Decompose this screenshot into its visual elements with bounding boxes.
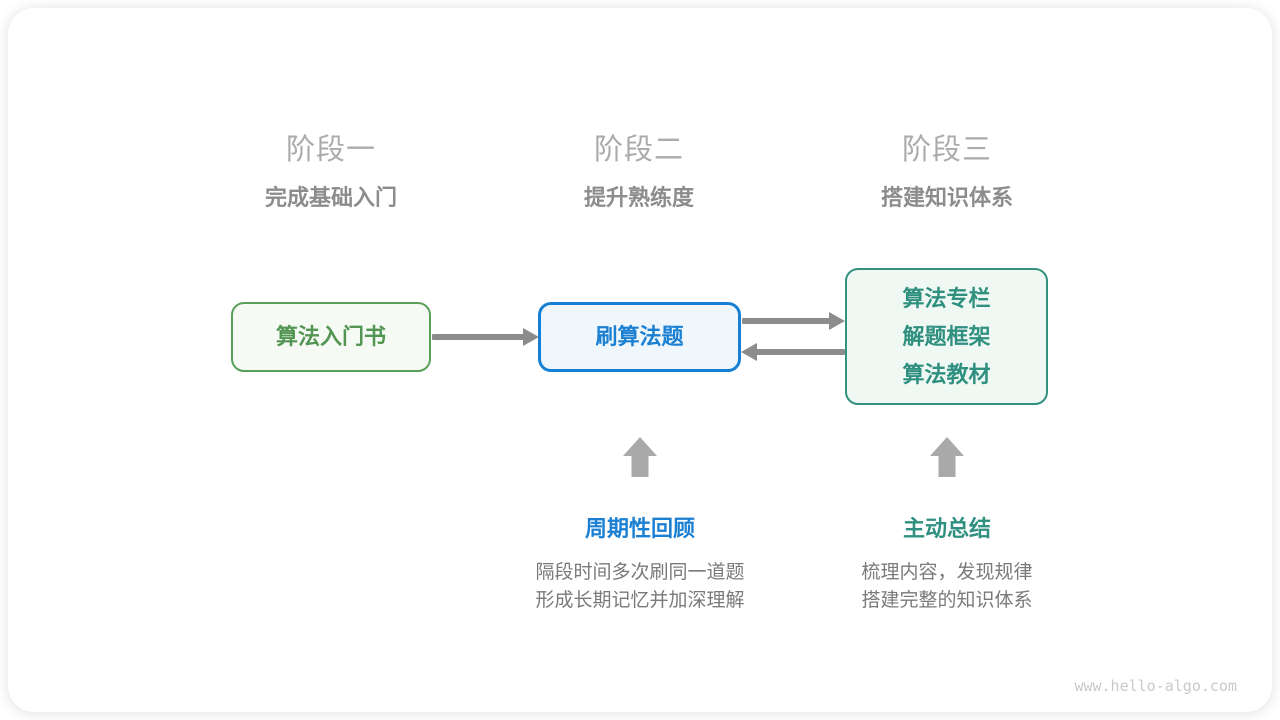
up-arrow-summary-icon <box>930 437 964 477</box>
stage-3-title: 阶段三 <box>901 134 992 166</box>
stage-1-subtitle: 完成基础入门 <box>264 185 397 210</box>
node-practice-problems-label: 刷算法题 <box>595 324 684 349</box>
node-resources-line-3: 算法教材 <box>902 361 991 387</box>
annotation-review-desc-line-2: 形成长期记忆并加深理解 <box>535 590 745 611</box>
annotation-review-label: 周期性回顾 <box>584 516 695 541</box>
node-intro-book: 算法入门书 <box>231 302 431 372</box>
up-arrow-review-icon <box>623 437 657 477</box>
node-resources-line-2: 解题框架 <box>902 323 991 349</box>
annotation-summary-label: 主动总结 <box>902 516 991 541</box>
arrow-practice-to-resources-line <box>742 318 830 324</box>
arrow-right-icon <box>523 328 539 346</box>
arrow-intro-to-practice-line <box>432 334 524 340</box>
arrow-left-icon <box>741 343 757 361</box>
annotation-summary-desc-line-2: 搭建完整的知识体系 <box>861 590 1033 611</box>
annotation-summary-desc-line-1: 梳理内容，发现规律 <box>861 562 1033 583</box>
arrow-resources-to-practice-line <box>756 349 845 355</box>
annotation-review-desc-line-1: 隔段时间多次刷同一道题 <box>535 562 745 583</box>
stage-3-subtitle: 搭建知识体系 <box>880 185 1013 210</box>
node-knowledge-resources: 算法专栏 解题框架 算法教材 <box>845 268 1048 405</box>
annotation-summary-desc: 梳理内容，发现规律 搭建完整的知识体系 <box>777 559 1117 615</box>
node-intro-book-label: 算法入门书 <box>275 324 386 349</box>
stage-2-title: 阶段二 <box>593 134 684 166</box>
watermark-text: www.hello-algo.com <box>1074 677 1237 695</box>
stage-2-subtitle: 提升熟练度 <box>583 185 694 210</box>
arrow-right-icon <box>829 312 845 330</box>
node-resources-line-1: 算法专栏 <box>902 285 991 311</box>
node-practice-problems: 刷算法题 <box>538 302 741 372</box>
annotation-review-desc: 隔段时间多次刷同一道题 形成长期记忆并加深理解 <box>470 559 810 615</box>
stage-1-title: 阶段一 <box>285 134 376 166</box>
